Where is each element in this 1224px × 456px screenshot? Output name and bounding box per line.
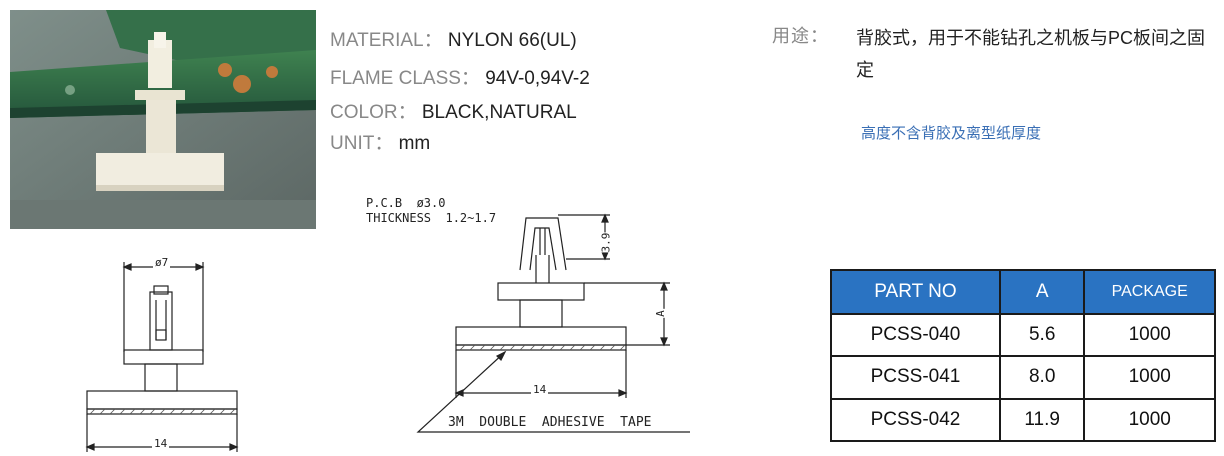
cell-package: 1000 bbox=[1083, 397, 1216, 443]
side-view-width-dim: 14 bbox=[531, 383, 549, 396]
clip-height-dim: 3.9 bbox=[599, 232, 613, 253]
tape-label: 3M DOUBLE ADHESIVE TAPE bbox=[448, 415, 652, 430]
front-view-top-dim: ø7 bbox=[153, 256, 171, 269]
thickness-note: 高度不含背胶及离型纸厚度 bbox=[861, 125, 1042, 142]
cell-part-no: PCSS-042 bbox=[830, 397, 1001, 443]
spec-color: COLOR： BLACK,NATURAL bbox=[330, 97, 577, 124]
pcb-label: P.C.B ø3.0 bbox=[366, 196, 446, 210]
front-view-bottom-dim: 14 bbox=[152, 437, 170, 450]
spec-label: COLOR： bbox=[330, 102, 417, 123]
spec-value: mm bbox=[398, 133, 431, 154]
usage-text: 背胶式，用于不能钻孔之机板与PC板间之固定 bbox=[856, 28, 1206, 80]
table-header-row: PART NO A PACKAGE bbox=[830, 269, 1216, 315]
spec-label: MATERIAL： bbox=[330, 30, 443, 51]
table-row: PCSS-042 11.9 1000 bbox=[830, 397, 1216, 443]
a-dim-label: A bbox=[652, 309, 668, 318]
spec-unit: UNIT： mm bbox=[330, 128, 430, 155]
table-row: PCSS-041 8.0 1000 bbox=[830, 355, 1216, 400]
spec-flame-class: FLAME CLASS： 94V-0,94V-2 bbox=[330, 63, 590, 90]
col-a: A bbox=[998, 269, 1086, 315]
spec-label: FLAME CLASS： bbox=[330, 68, 480, 89]
cell-package: 1000 bbox=[1083, 312, 1216, 358]
cell-part-no: PCSS-040 bbox=[830, 312, 1001, 358]
spec-value: NYLON 66(UL) bbox=[447, 30, 577, 51]
parts-table: PART NO A PACKAGE PCSS-040 5.6 1000 PCSS… bbox=[830, 269, 1216, 443]
cell-package: 1000 bbox=[1083, 355, 1216, 400]
col-package: PACKAGE bbox=[1083, 269, 1216, 315]
cell-a: 5.6 bbox=[998, 312, 1086, 358]
spec-material: MATERIAL： NYLON 66(UL) bbox=[330, 25, 577, 52]
spec-value: BLACK,NATURAL bbox=[421, 102, 577, 123]
table-row: PCSS-040 5.6 1000 bbox=[830, 312, 1216, 358]
cell-a: 11.9 bbox=[998, 397, 1086, 443]
product-photo bbox=[10, 10, 316, 229]
col-part-no: PART NO bbox=[830, 269, 1001, 315]
cell-a: 8.0 bbox=[998, 355, 1086, 400]
spec-value: 94V-0,94V-2 bbox=[485, 68, 590, 89]
thickness-label: THICKNESS 1.2~1.7 bbox=[366, 211, 497, 225]
usage-label: 用途： bbox=[772, 26, 829, 46]
cell-part-no: PCSS-041 bbox=[830, 355, 1001, 400]
spec-label: UNIT： bbox=[330, 133, 394, 154]
